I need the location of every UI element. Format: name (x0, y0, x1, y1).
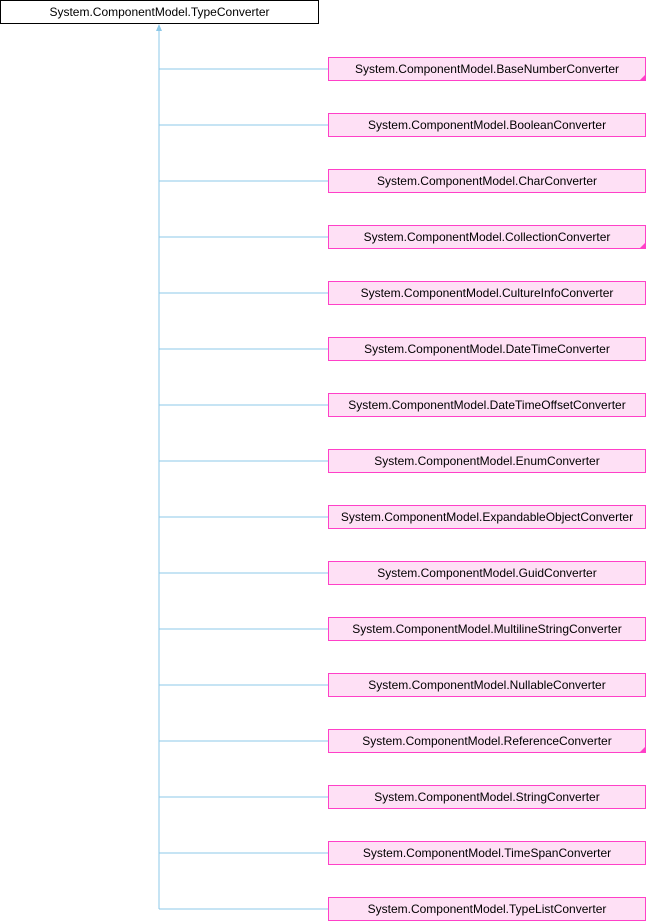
child-class-node[interactable]: System.ComponentModel.DateTimeOffsetConv… (328, 393, 646, 417)
child-class-label: System.ComponentModel.CultureInfoConvert… (360, 286, 614, 300)
child-class-node[interactable]: System.ComponentModel.NullableConverter (328, 673, 646, 697)
child-class-label: System.ComponentModel.MultilineStringCon… (352, 622, 622, 636)
child-class-node[interactable]: System.ComponentModel.DateTimeConverter (328, 337, 646, 361)
child-class-label: System.ComponentModel.DateTimeOffsetConv… (348, 398, 626, 412)
inheritance-arrowhead-icon (156, 24, 162, 31)
child-class-label: System.ComponentModel.ReferenceConverter (362, 734, 612, 748)
child-class-label: System.ComponentModel.GuidConverter (377, 566, 597, 580)
child-class-label: System.ComponentModel.CharConverter (376, 174, 598, 188)
child-class-node[interactable]: System.ComponentModel.GuidConverter (328, 561, 646, 585)
child-class-node[interactable]: System.ComponentModel.EnumConverter (328, 449, 646, 473)
child-class-label: System.ComponentModel.EnumConverter (374, 454, 600, 468)
child-class-label: System.ComponentModel.TimeSpanConverter (362, 846, 612, 860)
child-class-label: System.ComponentModel.TypeListConverter (367, 902, 607, 916)
child-class-node[interactable]: System.ComponentModel.MultilineStringCon… (328, 617, 646, 641)
child-class-node[interactable]: System.ComponentModel.BooleanConverter (328, 113, 646, 137)
child-class-node[interactable]: System.ComponentModel.ExpandableObjectCo… (328, 505, 646, 529)
child-class-label: System.ComponentModel.StringConverter (374, 790, 600, 804)
child-class-label: System.ComponentModel.BaseNumberConverte… (354, 62, 620, 76)
child-class-label: System.ComponentModel.CollectionConverte… (363, 230, 611, 244)
child-class-node[interactable]: System.ComponentModel.CharConverter (328, 169, 646, 193)
root-class-label: System.ComponentModel.TypeConverter (49, 5, 270, 19)
child-class-label: System.ComponentModel.NullableConverter (368, 678, 606, 692)
has-subclasses-marker-icon (640, 75, 645, 80)
child-class-node[interactable]: System.ComponentModel.TimeSpanConverter (328, 841, 646, 865)
child-class-label: System.ComponentModel.DateTimeConverter (364, 342, 610, 356)
child-class-node[interactable]: System.ComponentModel.CollectionConverte… (328, 225, 646, 249)
root-class-node[interactable]: System.ComponentModel.TypeConverter (0, 0, 319, 24)
has-subclasses-marker-icon (640, 243, 645, 248)
child-class-node[interactable]: System.ComponentModel.StringConverter (328, 785, 646, 809)
child-class-label: System.ComponentModel.BooleanConverter (367, 118, 607, 132)
child-class-node[interactable]: System.ComponentModel.BaseNumberConverte… (328, 57, 646, 81)
child-class-node[interactable]: System.ComponentModel.TypeListConverter (328, 897, 646, 921)
child-class-node[interactable]: System.ComponentModel.CultureInfoConvert… (328, 281, 646, 305)
child-class-label: System.ComponentModel.ExpandableObjectCo… (340, 510, 634, 524)
has-subclasses-marker-icon (640, 747, 645, 752)
child-class-node[interactable]: System.ComponentModel.ReferenceConverter (328, 729, 646, 753)
